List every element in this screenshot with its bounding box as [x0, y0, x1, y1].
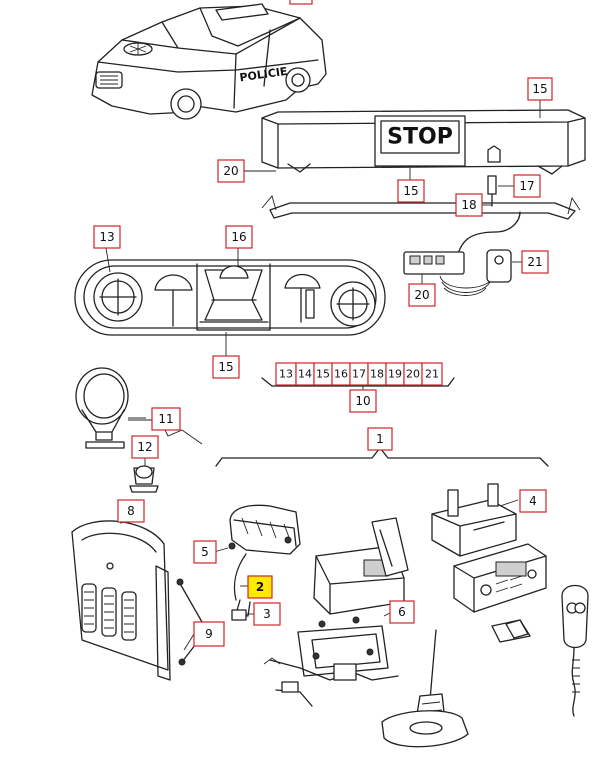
svg-text:9: 9	[205, 627, 213, 641]
svg-text:15: 15	[316, 368, 330, 381]
callout-9: 9	[193, 621, 225, 647]
svg-text:16: 16	[334, 368, 348, 381]
siren-amplifier	[228, 504, 301, 621]
callout-6: 6	[389, 600, 415, 624]
svg-text:15: 15	[403, 184, 418, 198]
halogen-bulb	[129, 465, 159, 493]
svg-text:20: 20	[414, 288, 429, 302]
spot-light	[75, 367, 203, 449]
callout-8: 8	[117, 499, 145, 523]
callout-12: 10	[349, 389, 377, 413]
stop-sign-text: STOP	[387, 125, 453, 150]
callout-21: 21	[521, 250, 549, 274]
svg-text:2: 2	[256, 580, 264, 594]
callout-1: 1	[367, 427, 393, 451]
svg-text:18: 18	[370, 368, 384, 381]
kit-row: 13 14 15 16 17 18 19 20 21	[275, 362, 443, 386]
main-kit-bracket	[215, 447, 549, 467]
light-bar-interior	[74, 259, 386, 336]
callout-10: 11	[151, 407, 181, 431]
svg-text:3: 3	[263, 607, 271, 621]
svg-text:11: 11	[158, 412, 173, 426]
callout-4: 4	[519, 489, 547, 513]
svg-text:8: 8	[127, 504, 135, 518]
callout-3: 3	[253, 602, 281, 626]
mounting-bracket	[261, 175, 581, 220]
svg-text:18: 18	[461, 198, 476, 212]
control-module	[263, 517, 409, 707]
svg-text:16: 16	[231, 230, 246, 244]
police-car: POLICIE	[91, 0, 327, 120]
callout-2: 2	[247, 575, 273, 599]
svg-text:13: 13	[279, 368, 293, 381]
svg-text:15: 15	[532, 82, 547, 96]
callout-13: 15	[527, 77, 553, 101]
svg-text:10: 10	[355, 394, 370, 408]
callout-17: 17	[513, 174, 541, 198]
svg-text:12: 12	[137, 440, 152, 454]
microphone	[561, 584, 589, 717]
svg-text:20: 20	[223, 164, 238, 178]
svg-text:14: 14	[298, 368, 312, 381]
svg-text:17: 17	[519, 179, 534, 193]
light-bar: STOP	[261, 109, 586, 175]
callout-5: 5	[193, 540, 217, 564]
callout-20: 20	[408, 283, 436, 307]
svg-text:4: 4	[529, 494, 537, 508]
svg-text:17: 17	[352, 368, 366, 381]
callout-19: 20	[217, 159, 245, 183]
kit-bracket	[261, 377, 455, 387]
radio-unit	[453, 543, 547, 643]
callout-16: 16	[225, 225, 253, 249]
svg-text:15: 15	[218, 360, 233, 374]
callout-15-interior: 15	[212, 355, 240, 379]
svg-text:5: 5	[201, 545, 209, 559]
callout-18: 18	[455, 193, 483, 217]
svg-text:19: 19	[388, 368, 402, 381]
speaker-grille	[81, 583, 137, 641]
antenna	[381, 629, 469, 748]
siren-speaker	[71, 520, 203, 681]
callout-15-lightbar: 15	[397, 179, 425, 203]
callout-11: 12	[131, 435, 159, 459]
svg-text:1: 1	[376, 432, 384, 446]
svg-text:6: 6	[398, 605, 406, 619]
callout-14: 13	[93, 225, 121, 249]
svg-text:20: 20	[406, 368, 420, 381]
svg-text:13: 13	[99, 230, 114, 244]
svg-text:21: 21	[527, 255, 542, 269]
radio-mount	[431, 483, 517, 557]
svg-text:21: 21	[425, 368, 439, 381]
control-unit	[403, 211, 521, 296]
